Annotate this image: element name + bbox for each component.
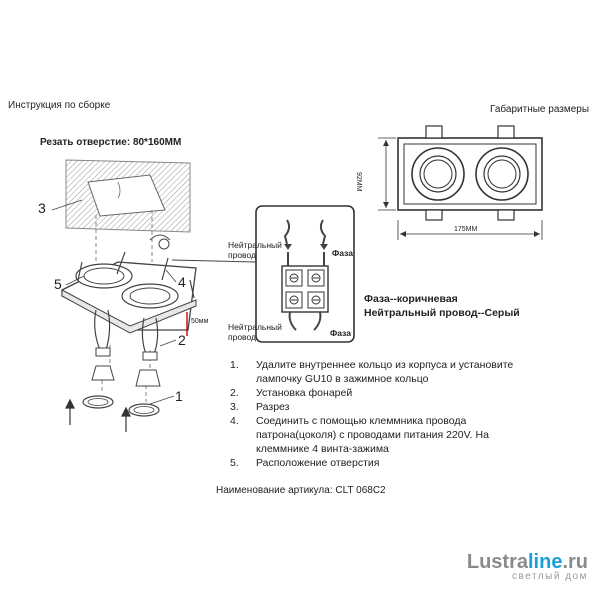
neutral-wire-label-bottom: Нейтральный провод [228,322,282,342]
step-text: Соединить с помощью клеммника провода па… [256,415,489,455]
phase-label-bottom: Фаза [330,328,351,338]
dimensions-drawing [378,125,543,240]
callout-leaders [51,199,177,405]
step-item: 1. Удалите внутреннее кольцо из корпуса и… [230,358,530,386]
neutral-wire-label-top: Нейтральный провод [228,240,282,260]
zoom-connector [171,259,257,263]
brand-part1: Lustra [466,551,528,573]
cutout-label-text: Резать отверстие: [40,137,131,148]
fixture-body [61,234,197,387]
step-number: 1. [230,359,239,371]
ceiling-panel [65,159,191,233]
assembly-steps: 1. Удалите внутреннее кольцо из корпуса и… [230,358,530,470]
brand-part2: line [527,551,563,573]
callout-3: 3 [38,200,46,216]
callout-1: 1 [175,388,183,404]
depth-dimension: 50мм [191,318,209,325]
height-dimension: 92MM [355,172,362,192]
dimensions-title: Габаритные размеры [490,104,590,115]
brand-tagline: светлый дом [512,571,588,582]
step-text: Удалите внутреннее кольцо из корпуса и у… [256,359,514,385]
inner-rings [82,395,160,417]
step-item: 5. Расположение отверстия [230,456,530,470]
step-number: 5. [230,457,239,469]
step-text: Установка фонарей [256,387,353,399]
phase-label-top: Фаза [332,248,353,258]
step-item: 3. Разрез [230,400,530,414]
wiring-inset [255,205,355,343]
step-number: 3. [230,401,239,413]
width-dimension: 175MM [452,226,480,233]
article-name: Наименование артикула: CLT 068C2 [216,485,386,496]
legend-phase: Фаза--коричневая [364,293,458,305]
callout-4: 4 [178,274,186,290]
step-number: 4. [230,415,239,427]
step-text: Расположение отверстия [256,457,380,469]
assembly-title: Инструкция по сборке [8,100,111,111]
step-text: Разрез [256,401,290,413]
callout-2: 2 [178,332,186,348]
step-number: 2. [230,387,239,399]
step-item: 4. Соединить с помощью клеммника провода … [230,414,530,456]
up-arrows [65,398,131,432]
cutout-label: Резать отверстие: 80*160MM [40,137,181,148]
wire-legend: Фаза--коричневая Нейтральный провод--Сер… [364,292,520,320]
legend-neutral: Нейтральный провод--Серый [364,307,520,319]
cutout-size: 80*160MM [132,137,182,148]
callout-5: 5 [54,276,62,292]
brand-part3: .ru [562,551,588,573]
brand-logo: Lustraline.ru светлый дом [467,551,588,582]
step-item: 2. Установка фонарей [230,386,530,400]
